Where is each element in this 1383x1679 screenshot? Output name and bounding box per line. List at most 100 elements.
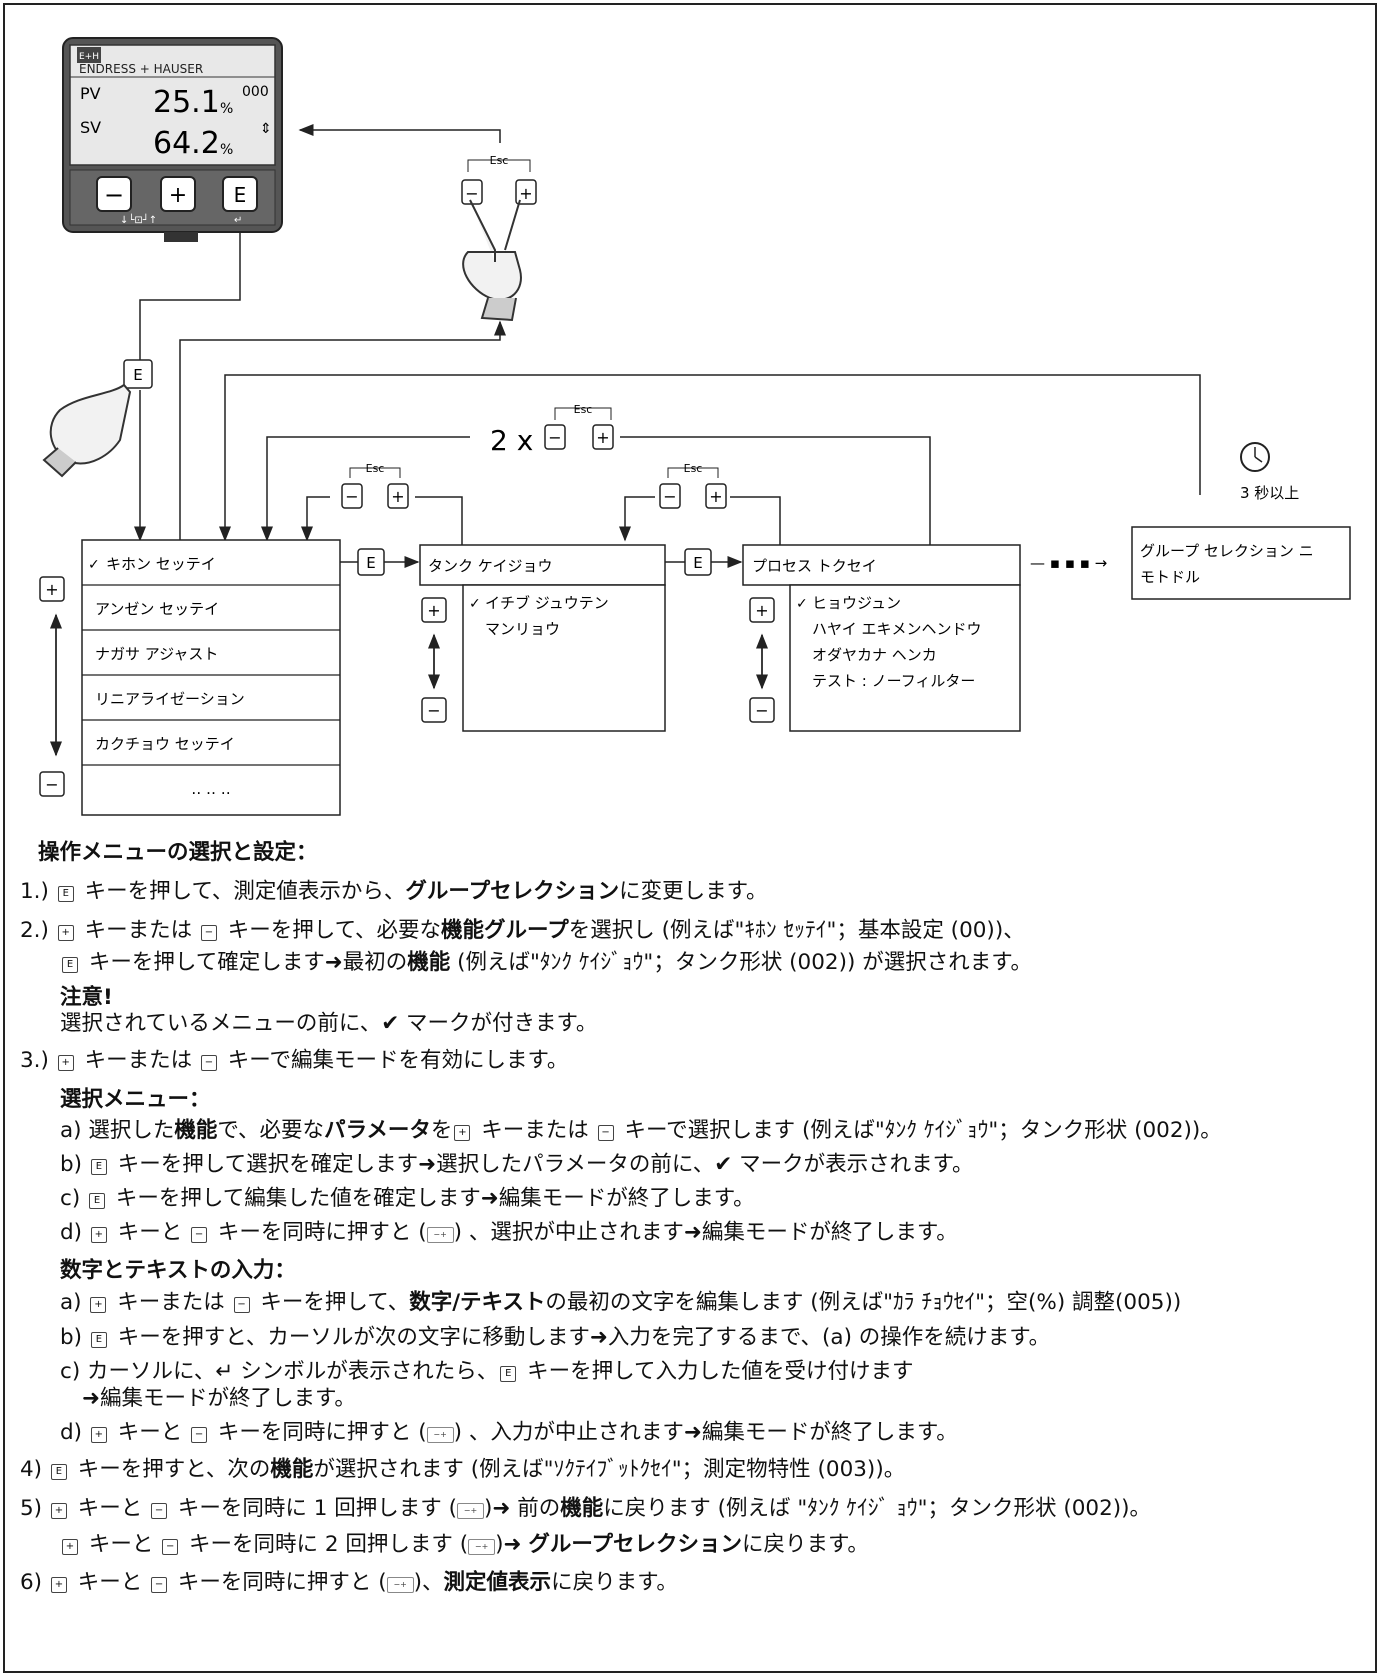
esc-keys-icon: −+ [386,1577,414,1593]
e-key-icon: E [50,1464,67,1480]
esc-keys-icon: −+ [426,1427,454,1443]
e-key-icon: E [90,1332,107,1348]
menu2-title: タンク ケイジョウ [428,557,552,575]
step-2-cont: E キーを押して確定します➜最初の機能 (例えば"ﾀﾝｸ ｹｲｼﾞｮｳ"；タンク… [60,950,1032,976]
esc-keys-top[interactable]: Esc − + [461,154,537,205]
menu1-item-1[interactable]: アンゼン セッテイ [95,600,219,618]
menu3-title: プロセス トクセイ [752,557,877,575]
menu4-line-1: モトドル [1140,568,1200,586]
sv-label: SV [80,118,101,137]
eh-logo [77,47,101,63]
svg-text:✓: ✓ [796,596,808,612]
minus-key-icon: − [162,1539,179,1555]
pv-unit: % [220,101,233,117]
select-b: b) E キーを押して選択を確定します➜選択したパラメータの前に、✔ マークが表… [60,1152,974,1177]
menu3-item-2[interactable]: オダヤカナ ヘンカ [812,646,937,664]
minus-key-icon: − [191,1427,208,1443]
hand-icon-pointing [42,383,132,478]
e-key-icon: E [62,957,78,973]
hand-icon-two-fingers [462,199,522,322]
svg-text:−: − [45,775,58,794]
instructions-heading: 操作メニューの選択と設定： [38,840,318,865]
select-d: d) + キーと − キーを同時に押すと (−+) 、選択が中止されます➜編集モ… [60,1220,958,1245]
scroll-symbol: ⇕ [260,121,272,137]
select-menu-heading: 選択メニュー： [60,1087,211,1112]
menu2-item-0[interactable]: イチブ ジュウテン [485,594,609,612]
menu-tank-shape: タンク ケイジョウ ✓ イチブ ジュウテン マンリョウ [419,544,666,732]
sv-unit: % [220,142,233,158]
step-1: 1.) E キーを押して、測定値表示から、グループセレクションに変更します。 [20,879,768,904]
e-key-press[interactable]: E [123,359,153,389]
plus-key-icon: + [62,1539,78,1555]
minus-key-icon: − [151,1503,168,1519]
select-a: a) 選択した機能で、必要なパラメータを+ キーまたは − キーで選択します (… [60,1118,1222,1143]
esc-label-2x: Esc [574,403,593,416]
esc-plus-2: + [709,487,722,506]
menu4-line-0: グループ セレクション ニ [1140,542,1314,560]
esc-keys-2[interactable]: Esc − + [659,462,727,509]
number-input-heading: 数字とテキストの入力： [60,1258,296,1283]
esc-minus-1: − [345,487,358,506]
page-frame [3,3,1377,1673]
number-a: a) + キーまたは − キーを押して、数字/テキストの最初の文字を編集します … [60,1290,1182,1315]
pv-value: 25.1 [153,85,220,120]
plus-key-icon: + [90,1297,107,1313]
plus-key-icon: + [454,1125,471,1141]
e-key-icon: E [90,1159,107,1175]
minus-key-icon: − [200,1055,217,1071]
menu2-minus-key[interactable]: − [421,697,447,723]
number-c-cont: ➜編集モードが終了します。 [82,1386,356,1411]
menu-process-properties: プロセス トクセイ ✓ ヒョウジュン ハヤイ エキメンヘンドウ オダヤカナ ヘン… [742,544,1021,732]
svg-text:−: − [755,701,768,720]
menu3-minus-key[interactable]: − [749,697,775,723]
menu1-item-4[interactable]: カクチョウ セッテイ [95,735,235,753]
time-label: 3 秒以上 [1240,484,1299,502]
esc-plus-top: + [519,184,532,203]
menu3-item-0[interactable]: ヒョウジュン [812,594,901,612]
svg-text:↓└⊡┘↑: ↓└⊡┘↑ [120,213,157,226]
menu3-item-1[interactable]: ハヤイ エキメンヘンドウ [812,620,981,638]
esc-label-top: Esc [490,154,509,167]
esc-keys-1[interactable]: Esc − + [341,462,409,509]
minus-key-icon: − [151,1577,168,1593]
number-d: d) + キーと − キーを同時に押すと (−+) 、入力が中止されます➜編集モ… [60,1420,958,1445]
esc-plus-1: + [391,487,404,506]
esc-keys-2x[interactable]: Esc − + [544,403,614,450]
svg-text:+: + [755,601,768,620]
menu1-item-2[interactable]: ナガサ アジャスト [95,645,218,663]
svg-text:↵: ↵ [234,215,242,226]
esc-label-1: Esc [366,462,385,475]
note-text: 選択されているメニューの前に、✔ マークが付きます。 [60,1011,598,1036]
clock-icon [1240,442,1270,472]
menu2-item-1[interactable]: マンリョウ [485,620,560,638]
svg-text:✓: ✓ [469,596,481,612]
device-minus-label: − [104,181,124,209]
step-4: 4) E キーを押すと、次の機能が選択されます (例えば"ｿｸﾃｲﾌﾞｯﾄｸｾｲ… [20,1457,906,1482]
device-minus-key[interactable]: − [96,176,132,212]
minus-key-icon: − [191,1227,208,1243]
menu1-plus-key[interactable]: + [39,576,65,602]
step-5: 5) + キーと − キーを同時に 1 回押します (−+)➜ 前の機能に戻りま… [20,1496,1152,1521]
e-key-press-label: E [133,366,142,384]
menu2-plus-key[interactable]: + [421,597,447,623]
step-5-cont: + キーと − キーを同時に 2 回押します (−+)➜ グループセレクションに… [60,1532,869,1558]
e-key-1[interactable]: E [357,548,385,576]
menu3-item-3[interactable]: テスト : ノーフィルター [812,672,975,690]
e-key-icon: E [57,886,74,902]
e-key-2[interactable]: E [684,548,712,576]
menu1-minus-key[interactable]: − [39,771,65,797]
plus-key-icon: + [57,925,74,941]
pv-label: PV [80,84,101,103]
device-e-key[interactable]: E [222,176,258,212]
menu1-item-0[interactable]: キホン セッテイ [106,555,216,573]
check-icon: ✓ [88,557,100,573]
eh-logo-text: E+H [79,52,99,62]
menu3-plus-key[interactable]: + [749,597,775,623]
device-plus-key[interactable]: + [160,176,196,212]
two-x-label: 2 x [490,424,533,457]
esc-minus-top: − [465,184,478,203]
plus-key-icon: + [50,1503,67,1519]
plus-key-icon: + [90,1427,107,1443]
menu1-item-3[interactable]: リニアライゼーション [95,690,245,708]
plus-key-icon: + [50,1577,67,1593]
